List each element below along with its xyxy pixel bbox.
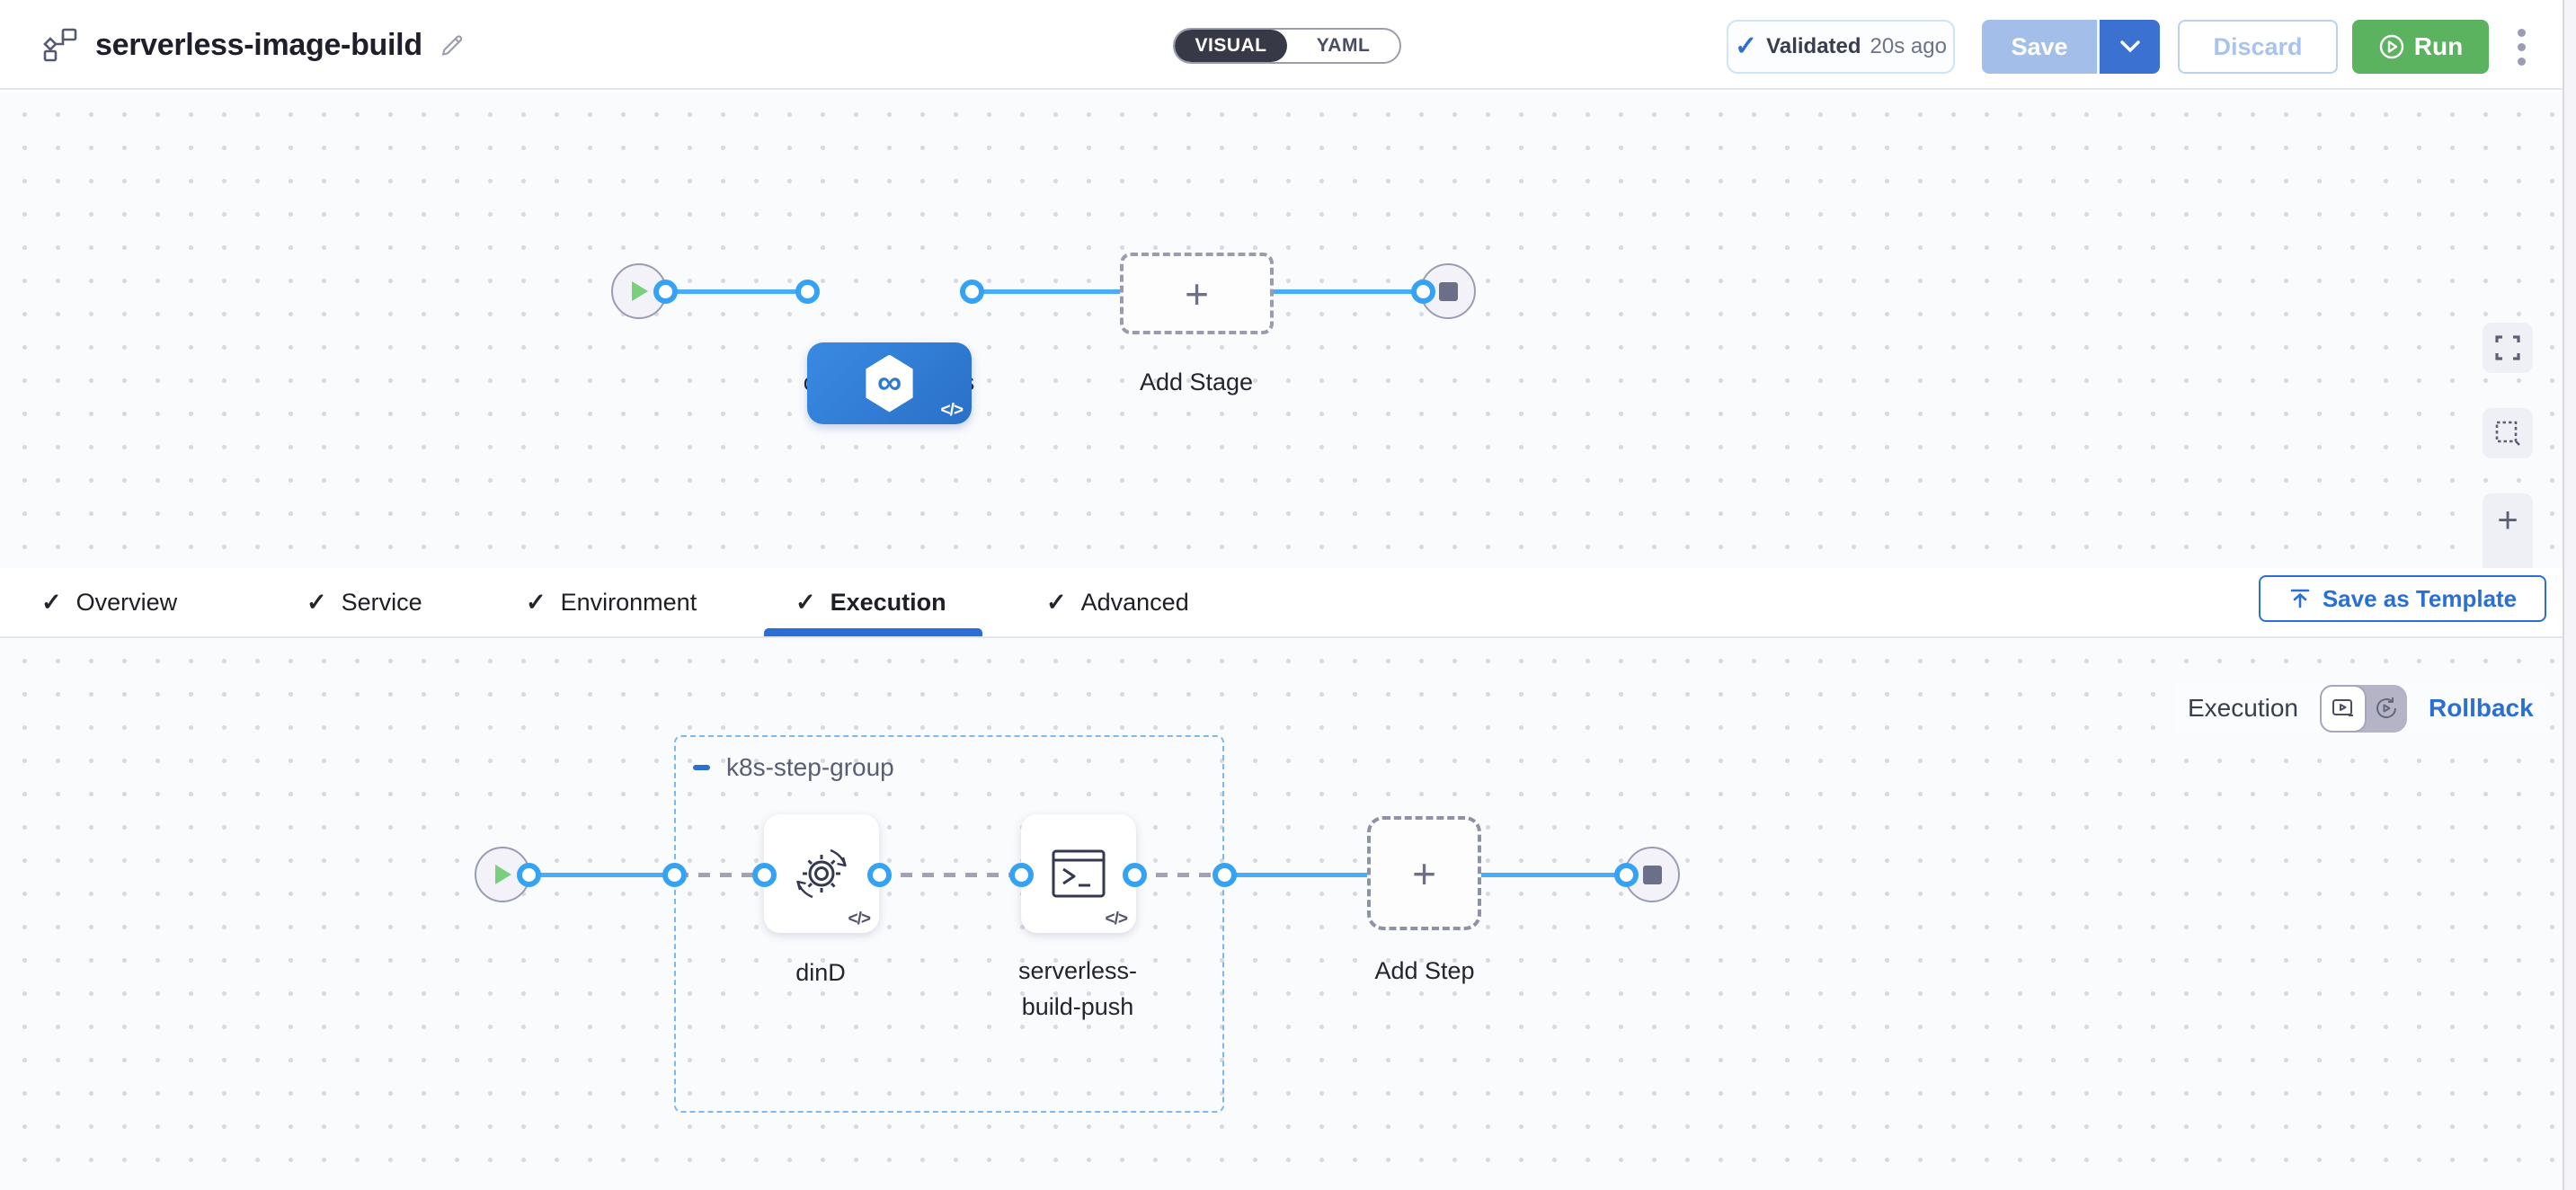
tab-label: Execution	[830, 588, 946, 616]
stop-icon	[1642, 865, 1662, 884]
step-group-label: k8s-step-group	[726, 753, 894, 781]
edge	[1224, 873, 1367, 877]
multi-select-button[interactable]	[2483, 408, 2533, 458]
execution-mode-segment[interactable]	[2319, 684, 2367, 733]
stage-node-combineimages[interactable]: ∞ </>	[807, 342, 972, 424]
edit-pencil-icon[interactable]	[439, 31, 466, 58]
tab-service[interactable]: ✓ Service	[306, 568, 422, 636]
save-as-template-label: Save as Template	[2322, 584, 2518, 612]
tab-environment[interactable]: ✓ Environment	[526, 568, 697, 636]
connector-port[interactable]	[1411, 280, 1435, 304]
connector-port[interactable]	[795, 280, 820, 304]
upload-icon	[2290, 589, 2310, 608]
save-button[interactable]: Save	[1982, 20, 2100, 74]
run-button[interactable]: Run	[2352, 20, 2489, 74]
tab-label: Advanced	[1080, 588, 1189, 616]
execution-canvas: Execution Rollback	[0, 638, 2576, 1190]
code-badge-icon: </>	[1105, 910, 1129, 928]
zoom-in-button[interactable]: +	[2497, 501, 2518, 540]
chevron-down-icon	[2119, 40, 2140, 53]
tab-yaml[interactable]: YAML	[1316, 35, 1371, 56]
header: serverless-image-build VISUAL YAML ✓ Val…	[0, 0, 2576, 90]
edge	[972, 289, 1122, 294]
step-group-k8s-step-group[interactable]	[674, 735, 1224, 1113]
validated-label: Validated	[1766, 34, 1861, 58]
vertical-scrollbar[interactable]	[2563, 0, 2576, 1190]
add-stage-button[interactable]: +	[1120, 253, 1274, 334]
connector-port[interactable]	[1123, 863, 1147, 887]
tab-execution[interactable]: ✓ Execution	[795, 568, 946, 636]
step-node-dind[interactable]: </>	[764, 814, 879, 933]
connector-port[interactable]	[867, 863, 892, 887]
check-icon: ✓	[1735, 31, 1758, 61]
connector-port[interactable]	[960, 280, 984, 304]
save-as-template-button[interactable]: Save as Template	[2259, 575, 2546, 622]
edge	[665, 289, 809, 294]
add-step-label: Add Step	[1374, 957, 1475, 984]
check-icon: ✓	[1046, 588, 1067, 616]
play-icon	[632, 281, 648, 301]
tab-visual[interactable]: VISUAL	[1175, 30, 1287, 62]
pipeline-icon	[36, 27, 79, 63]
collapse-group-icon[interactable]	[693, 765, 710, 770]
add-step-button[interactable]: +	[1367, 816, 1481, 930]
rollback-steps-icon	[2376, 697, 2397, 719]
connector-port[interactable]	[662, 863, 687, 887]
step-label: dinD	[795, 959, 846, 986]
validated-badge[interactable]: ✓ Validated 20s ago	[1727, 20, 1955, 74]
more-options-menu[interactable]	[2508, 24, 2535, 69]
harness-stage-icon: ∞	[866, 354, 913, 413]
run-play-icon	[2379, 34, 2403, 59]
step-node-serverless-build-push[interactable]: </>	[1021, 814, 1136, 933]
edge	[677, 873, 767, 877]
run-label: Run	[2413, 32, 2464, 60]
check-icon: ✓	[306, 588, 327, 616]
tab-label: Overview	[76, 588, 178, 616]
selection-box-icon	[2495, 421, 2520, 446]
check-icon: ✓	[41, 588, 62, 616]
code-badge-icon: </>	[940, 401, 964, 420]
tab-label: Service	[341, 588, 422, 616]
stage-tabbar: ✓ Overview ✓ Service ✓ Environment ✓ Exe…	[0, 568, 2576, 638]
visual-yaml-toggle: VISUAL YAML	[1173, 28, 1401, 64]
edge	[529, 873, 677, 877]
check-icon: ✓	[526, 588, 546, 616]
dind-gear-icon	[796, 848, 847, 899]
execution-mode-label: Execution	[2188, 694, 2298, 722]
terminal-icon	[1052, 849, 1106, 898]
tab-label: Environment	[560, 588, 697, 616]
validated-time: 20s ago	[1870, 34, 1947, 58]
fit-to-screen-button[interactable]	[2483, 323, 2533, 373]
rollback-link[interactable]: Rollback	[2428, 694, 2534, 722]
connector-port[interactable]	[1212, 863, 1237, 887]
rollback-mode-segment[interactable]	[2367, 696, 2407, 721]
step-label: serverless-build-push	[1017, 957, 1138, 1020]
edge	[1134, 873, 1224, 877]
edge	[1481, 873, 1625, 877]
add-stage-label: Add Stage	[1139, 369, 1254, 395]
stop-icon	[1438, 281, 1458, 301]
connector-port[interactable]	[752, 863, 777, 887]
tab-overview[interactable]: ✓ Overview	[41, 568, 177, 636]
connector-port[interactable]	[653, 280, 678, 304]
connector-port[interactable]	[1009, 863, 1034, 887]
plus-icon: +	[1185, 270, 1209, 317]
execution-rollback-toggle[interactable]	[2319, 684, 2407, 733]
active-tab-underline	[764, 628, 982, 636]
connector-port[interactable]	[517, 863, 541, 887]
check-icon: ✓	[795, 588, 816, 616]
stage-canvas: ∞ </> combineImages + Add Stage	[0, 92, 2576, 603]
fullscreen-icon	[2495, 335, 2520, 360]
connector-port[interactable]	[1614, 863, 1639, 887]
discard-button[interactable]: Discard	[2178, 20, 2338, 74]
play-icon	[495, 865, 511, 884]
plus-icon: +	[1412, 849, 1436, 897]
execution-steps-icon	[2332, 699, 2353, 716]
tab-advanced[interactable]: ✓ Advanced	[1046, 568, 1189, 636]
code-badge-icon: </>	[848, 910, 872, 928]
page-title: serverless-image-build	[95, 27, 422, 62]
edge	[1274, 289, 1425, 294]
save-options-caret[interactable]	[2100, 20, 2160, 74]
edge	[879, 873, 1021, 877]
